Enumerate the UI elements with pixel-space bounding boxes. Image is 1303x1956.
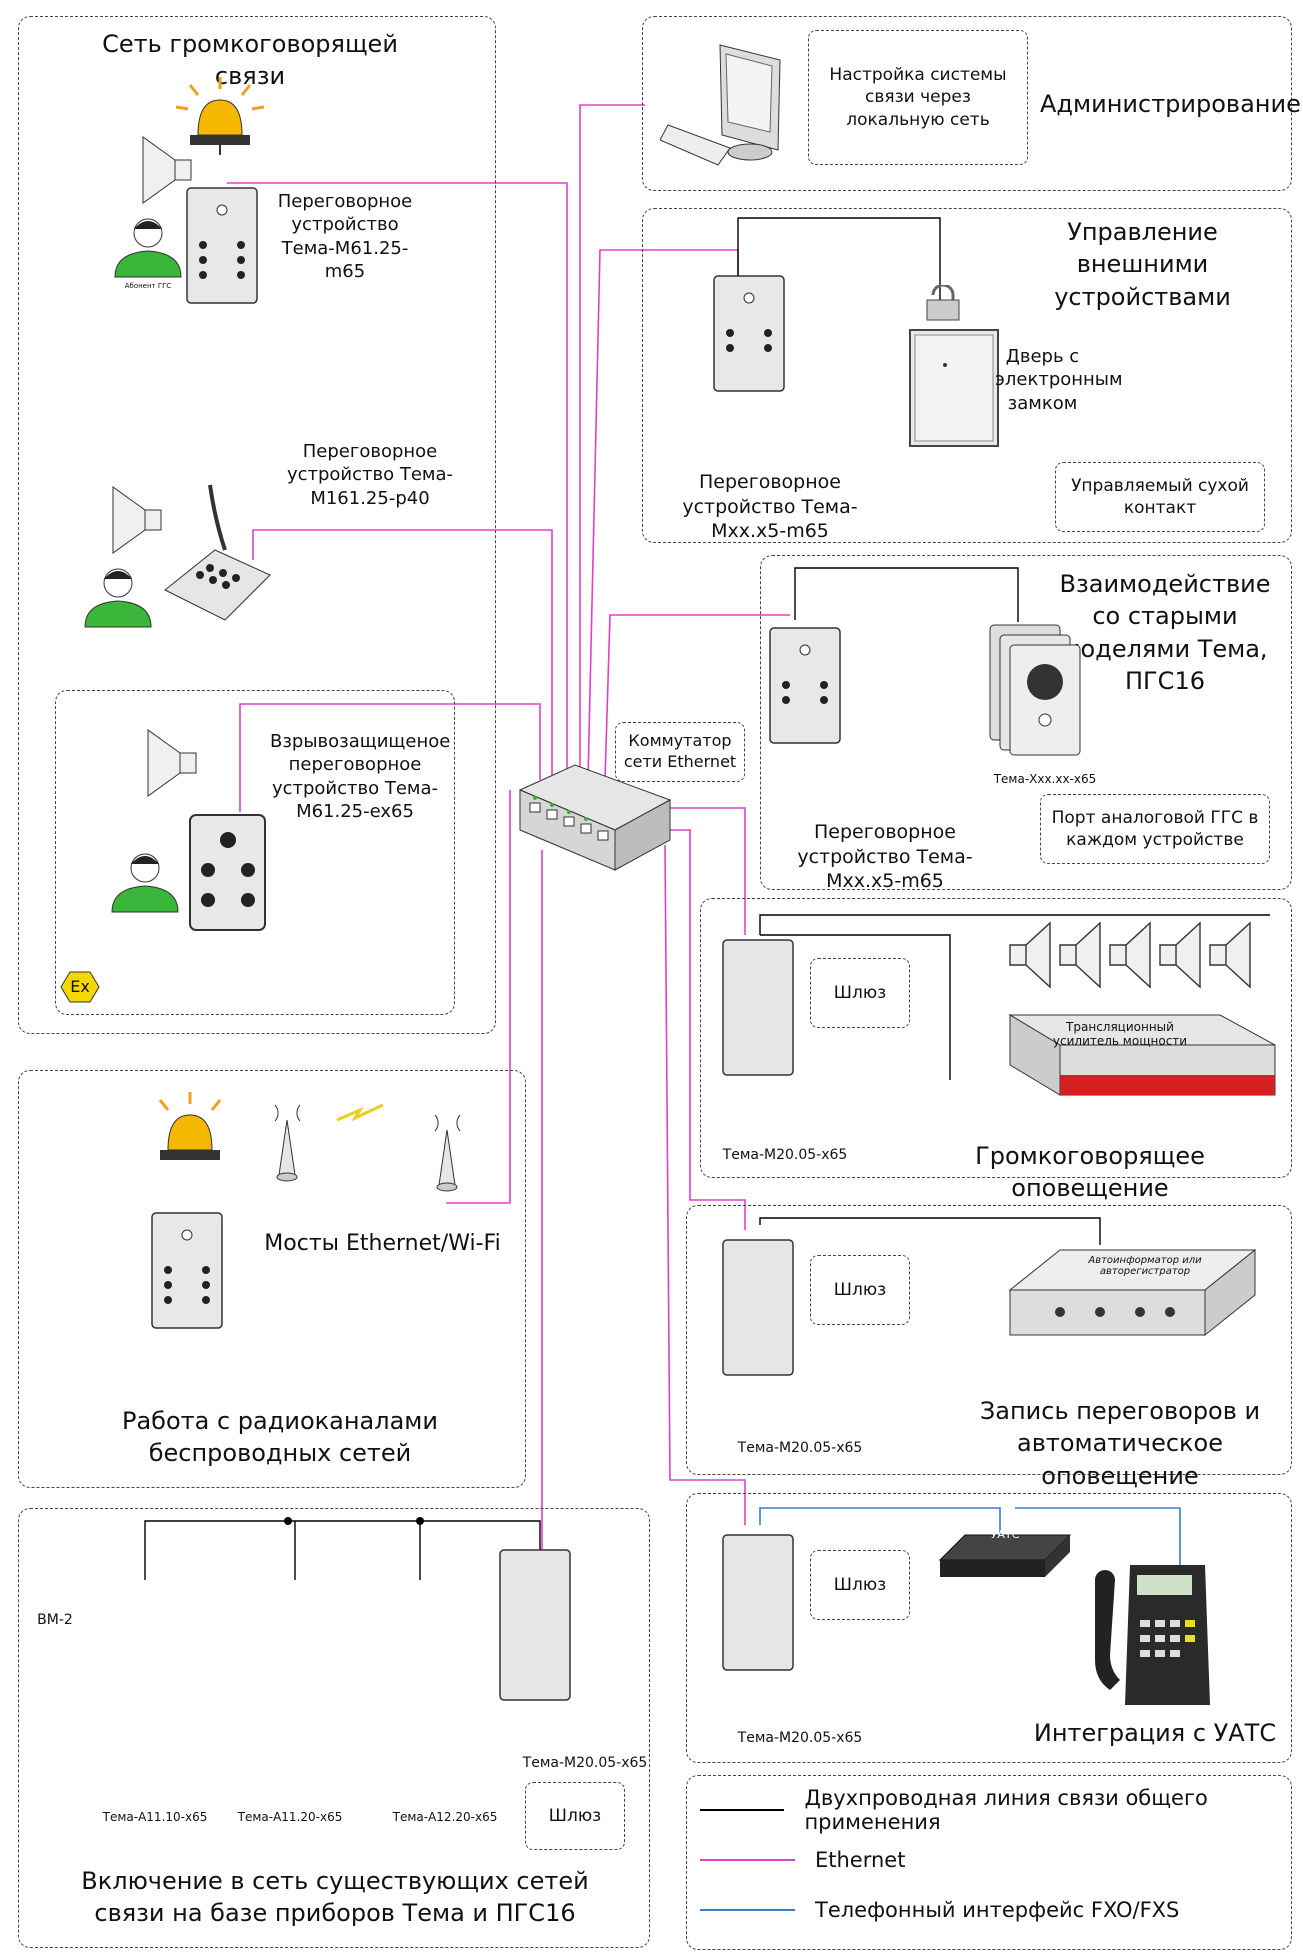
phone-icon [1095, 1565, 1210, 1705]
legacy-section [760, 555, 1292, 890]
amplifier-icon [1008, 1014, 1276, 1096]
legend-item: Двухпроводная линия связи общего примене… [700, 1785, 1290, 1835]
legend-section [686, 1775, 1292, 1950]
radio-title: Работа с радиоканалами беспроводных сете… [122, 1407, 438, 1468]
door-label: Дверь с электронным замком [995, 346, 1123, 414]
subscriber-icon [114, 218, 182, 278]
pbx-title: Интеграция с УАТС [1033, 1719, 1277, 1747]
legacy-title: Взаимодействие со старыми моделями Тема,… [1059, 570, 1271, 696]
device1-label: Переговорное устройство Тема-M61.25-m65 [277, 191, 413, 283]
legend-label: Двухпроводная линия связи общего примене… [804, 1786, 1208, 1834]
beacon-icon [175, 77, 265, 155]
pa-gateway-tag: Шлюз [810, 958, 910, 1028]
recorder-icon [1008, 1248, 1257, 1337]
rec-gateway-tag: Шлюз [810, 1255, 910, 1325]
recording-title: Запись переговоров и автоматическое опов… [979, 1397, 1261, 1490]
external-devices-section [642, 208, 1292, 543]
pbx-label: УАТС [990, 1528, 1020, 1541]
legacy-device-label: Переговорное устройство Тема-Mxx.x5-m65 [797, 821, 973, 893]
legend-item: Телефонный интерфейс FXO/FXS [700, 1885, 1290, 1935]
legend: Двухпроводная линия связи общего примене… [700, 1785, 1290, 1935]
pa-title: Громкоговорящее оповещение [975, 1142, 1205, 1203]
door-lock-icon [909, 285, 999, 447]
beacon-icon [158, 1092, 222, 1160]
admin-title: Администрирование [1040, 90, 1301, 118]
intercom-panel-icon [713, 275, 785, 392]
amplifier-label: Трансляционный усилитель мощности [1052, 1020, 1188, 1048]
speaker-icon [112, 486, 162, 554]
legacy-note: Порт аналоговой ГГС в каждом устройстве [1040, 794, 1270, 864]
speaker-icon [142, 136, 192, 204]
existing-gateway-tag: Шлюз [525, 1782, 625, 1850]
admin-note: Настройка системы связи через локальную … [808, 30, 1028, 165]
rec-gateway-device-label: Тема-M20.05-x65 [737, 1440, 863, 1456]
legacy-intercom-icon [989, 624, 1081, 756]
switch-label: Коммутатор сети Ethernet [615, 722, 745, 782]
legend-item: Ethernet [700, 1835, 1290, 1885]
ex-mark-icon: Ex [60, 970, 100, 1004]
computer-icon [660, 44, 781, 166]
gateway-box-icon [722, 1534, 794, 1671]
ex-mark-label: Ex [70, 977, 90, 996]
device2-label: Переговорное устройство Тема-M161.25-p40 [286, 441, 454, 509]
external-device-label: Переговорное устройство Тема-Mxx.x5-m65 [682, 471, 858, 543]
loudspeaker-network-title: Сеть громкоговорящей связи [102, 30, 398, 91]
pbx-gateway-tag: Шлюз [810, 1550, 910, 1620]
gateway-box-icon [722, 939, 794, 1076]
ex-intercom-icon [189, 814, 266, 931]
external-title: Управление внешними устройствами [1054, 218, 1231, 311]
junction-dots [284, 1517, 424, 1525]
desk-console-icon [164, 484, 271, 621]
speaker-icon [147, 729, 197, 797]
radio-section [18, 1070, 526, 1488]
existing-d4-label: Тема-M20.05-x65 [522, 1755, 648, 1771]
pa-section [700, 898, 1292, 1178]
existing-title: Включение в сеть существующих сетей связ… [81, 1867, 589, 1928]
existing-d1-label: Тема-A11.10-x65 [102, 1810, 208, 1824]
recording-section [686, 1205, 1292, 1475]
legacy-old-device-label: Тема-Xxx.xx-x65 [993, 772, 1097, 786]
existing-networks-section [18, 1508, 650, 1948]
two-wire-lines [144, 217, 1270, 1580]
pbx-icon [938, 1534, 1072, 1577]
intercom-panel-icon [151, 1212, 223, 1329]
legend-swatch-ethernet [700, 1859, 795, 1861]
admin-section [642, 16, 1292, 191]
wifi-antenna-icon [434, 1114, 461, 1192]
loudspeaker-network-section [18, 16, 496, 1034]
ex-subsection [55, 690, 455, 1015]
mic-label: BM-2 [37, 1612, 73, 1628]
wireless-link-icon [336, 1103, 384, 1122]
intercom-panel-icon [186, 187, 258, 304]
legend-swatch-fxs [700, 1909, 795, 1911]
existing-d3-label: Тема-A12.20-x65 [392, 1810, 498, 1824]
dry-contact-note: Управляемый сухой контакт [1055, 462, 1265, 532]
intercom-panel-icon [769, 627, 841, 744]
device3-label: Взрывозащищеное переговорное устройство … [270, 731, 451, 823]
pbx-section [686, 1493, 1292, 1763]
wifi-antenna-icon [274, 1104, 301, 1182]
bridges-label: Мосты Ethernet/Wi-Fi [264, 1231, 501, 1256]
gateway-box-icon [722, 1239, 794, 1376]
existing-d2-label: Тема-A11.20-x65 [237, 1810, 343, 1824]
gateway-box-icon [499, 1549, 571, 1701]
ethernet-switch-icon [518, 764, 672, 871]
legend-label: Ethernet [815, 1848, 906, 1872]
subscriber-icon [84, 568, 152, 628]
legend-label: Телефонный интерфейс FXO/FXS [815, 1898, 1180, 1922]
pbx-gateway-device-label: Тема-M20.05-x65 [737, 1730, 863, 1746]
legend-swatch-two-wire [700, 1809, 785, 1811]
pa-gateway-device-label: Тема-M20.05-x65 [722, 1147, 848, 1163]
horn-speakers-row [1009, 921, 1251, 989]
subscriber-icon [111, 853, 179, 913]
ethernet-lines [227, 104, 790, 1690]
recorder-label: Автоинформатор или авторегистратор [1088, 1255, 1202, 1277]
subscriber-label: Абонент ГГС [124, 282, 172, 290]
